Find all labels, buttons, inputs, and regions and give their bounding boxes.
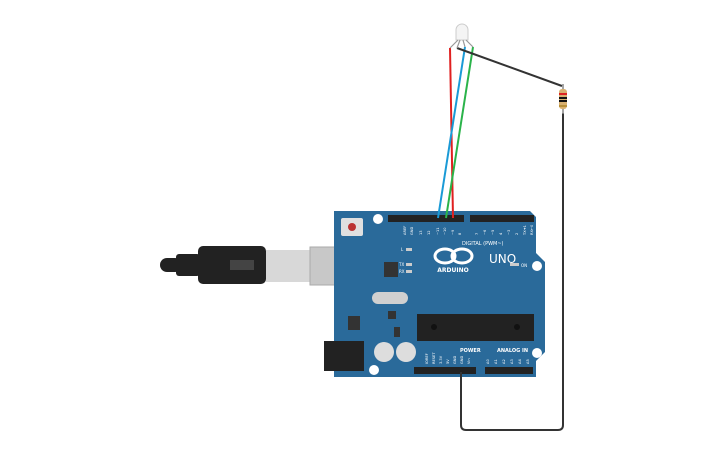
tx-label: TX [398,262,404,267]
pin-label: A4 [518,359,522,364]
pin-label: RESET [432,352,436,364]
pin-label: TX➔1 [523,225,527,236]
arduino-board[interactable]: ARDUINO UNO DIGITAL (PWM~) POWER ANALOG … [324,211,545,377]
pin-label: ~5 [491,230,495,235]
pin-label: 13 [419,230,423,235]
pin-label: A3 [510,359,514,364]
pin-label: GND [410,227,414,235]
pin-label: GND [453,356,457,364]
pin-label: GND [460,356,464,364]
pin-label: A2 [502,359,506,364]
model-label: UNO [489,252,516,266]
analog-label: ANALOG IN [497,348,528,354]
rx-label: RX [399,269,405,274]
pin-label: Vin [467,358,471,364]
pin-label: AREF [403,226,407,235]
pin-label: 5V [446,359,450,364]
pin-label: 12 [427,230,431,235]
pin-label: ~9 [451,229,455,235]
green-wire[interactable] [445,46,474,219]
pin-label: 3.3V [439,355,443,364]
black-wire-led[interactable] [456,47,563,87]
resistor[interactable] [559,84,567,114]
pin-label: ~3 [507,230,511,235]
usb-cable[interactable] [160,246,347,286]
pin-label: ~6 [483,229,487,235]
brand-label: ARDUINO [437,267,468,274]
analog-pin-labels: A0 A1 A2 A3 A4 A5 [486,359,530,364]
rgb-led[interactable] [449,23,474,49]
pin-label: A5 [526,359,530,364]
blue-wire[interactable] [437,46,466,219]
pin-label: A1 [494,359,498,364]
pin-label: ~11 [436,227,440,235]
pin-label: 8 [458,232,462,235]
l-label: L [401,247,404,252]
pin-label: 7 [475,233,479,235]
pin-label: 2 [515,233,519,235]
power-label: POWER [460,348,481,354]
pin-label: ~10 [443,227,447,235]
pin-label: 4 [499,232,503,235]
pin-label: A0 [486,359,490,364]
black-wire-gnd[interactable] [460,113,564,431]
digital-label: DIGITAL (PWM~) [462,241,504,247]
pin-label: IOREF [425,353,429,364]
pin-label: RX←0 [530,224,534,235]
on-label: ON [521,263,527,268]
